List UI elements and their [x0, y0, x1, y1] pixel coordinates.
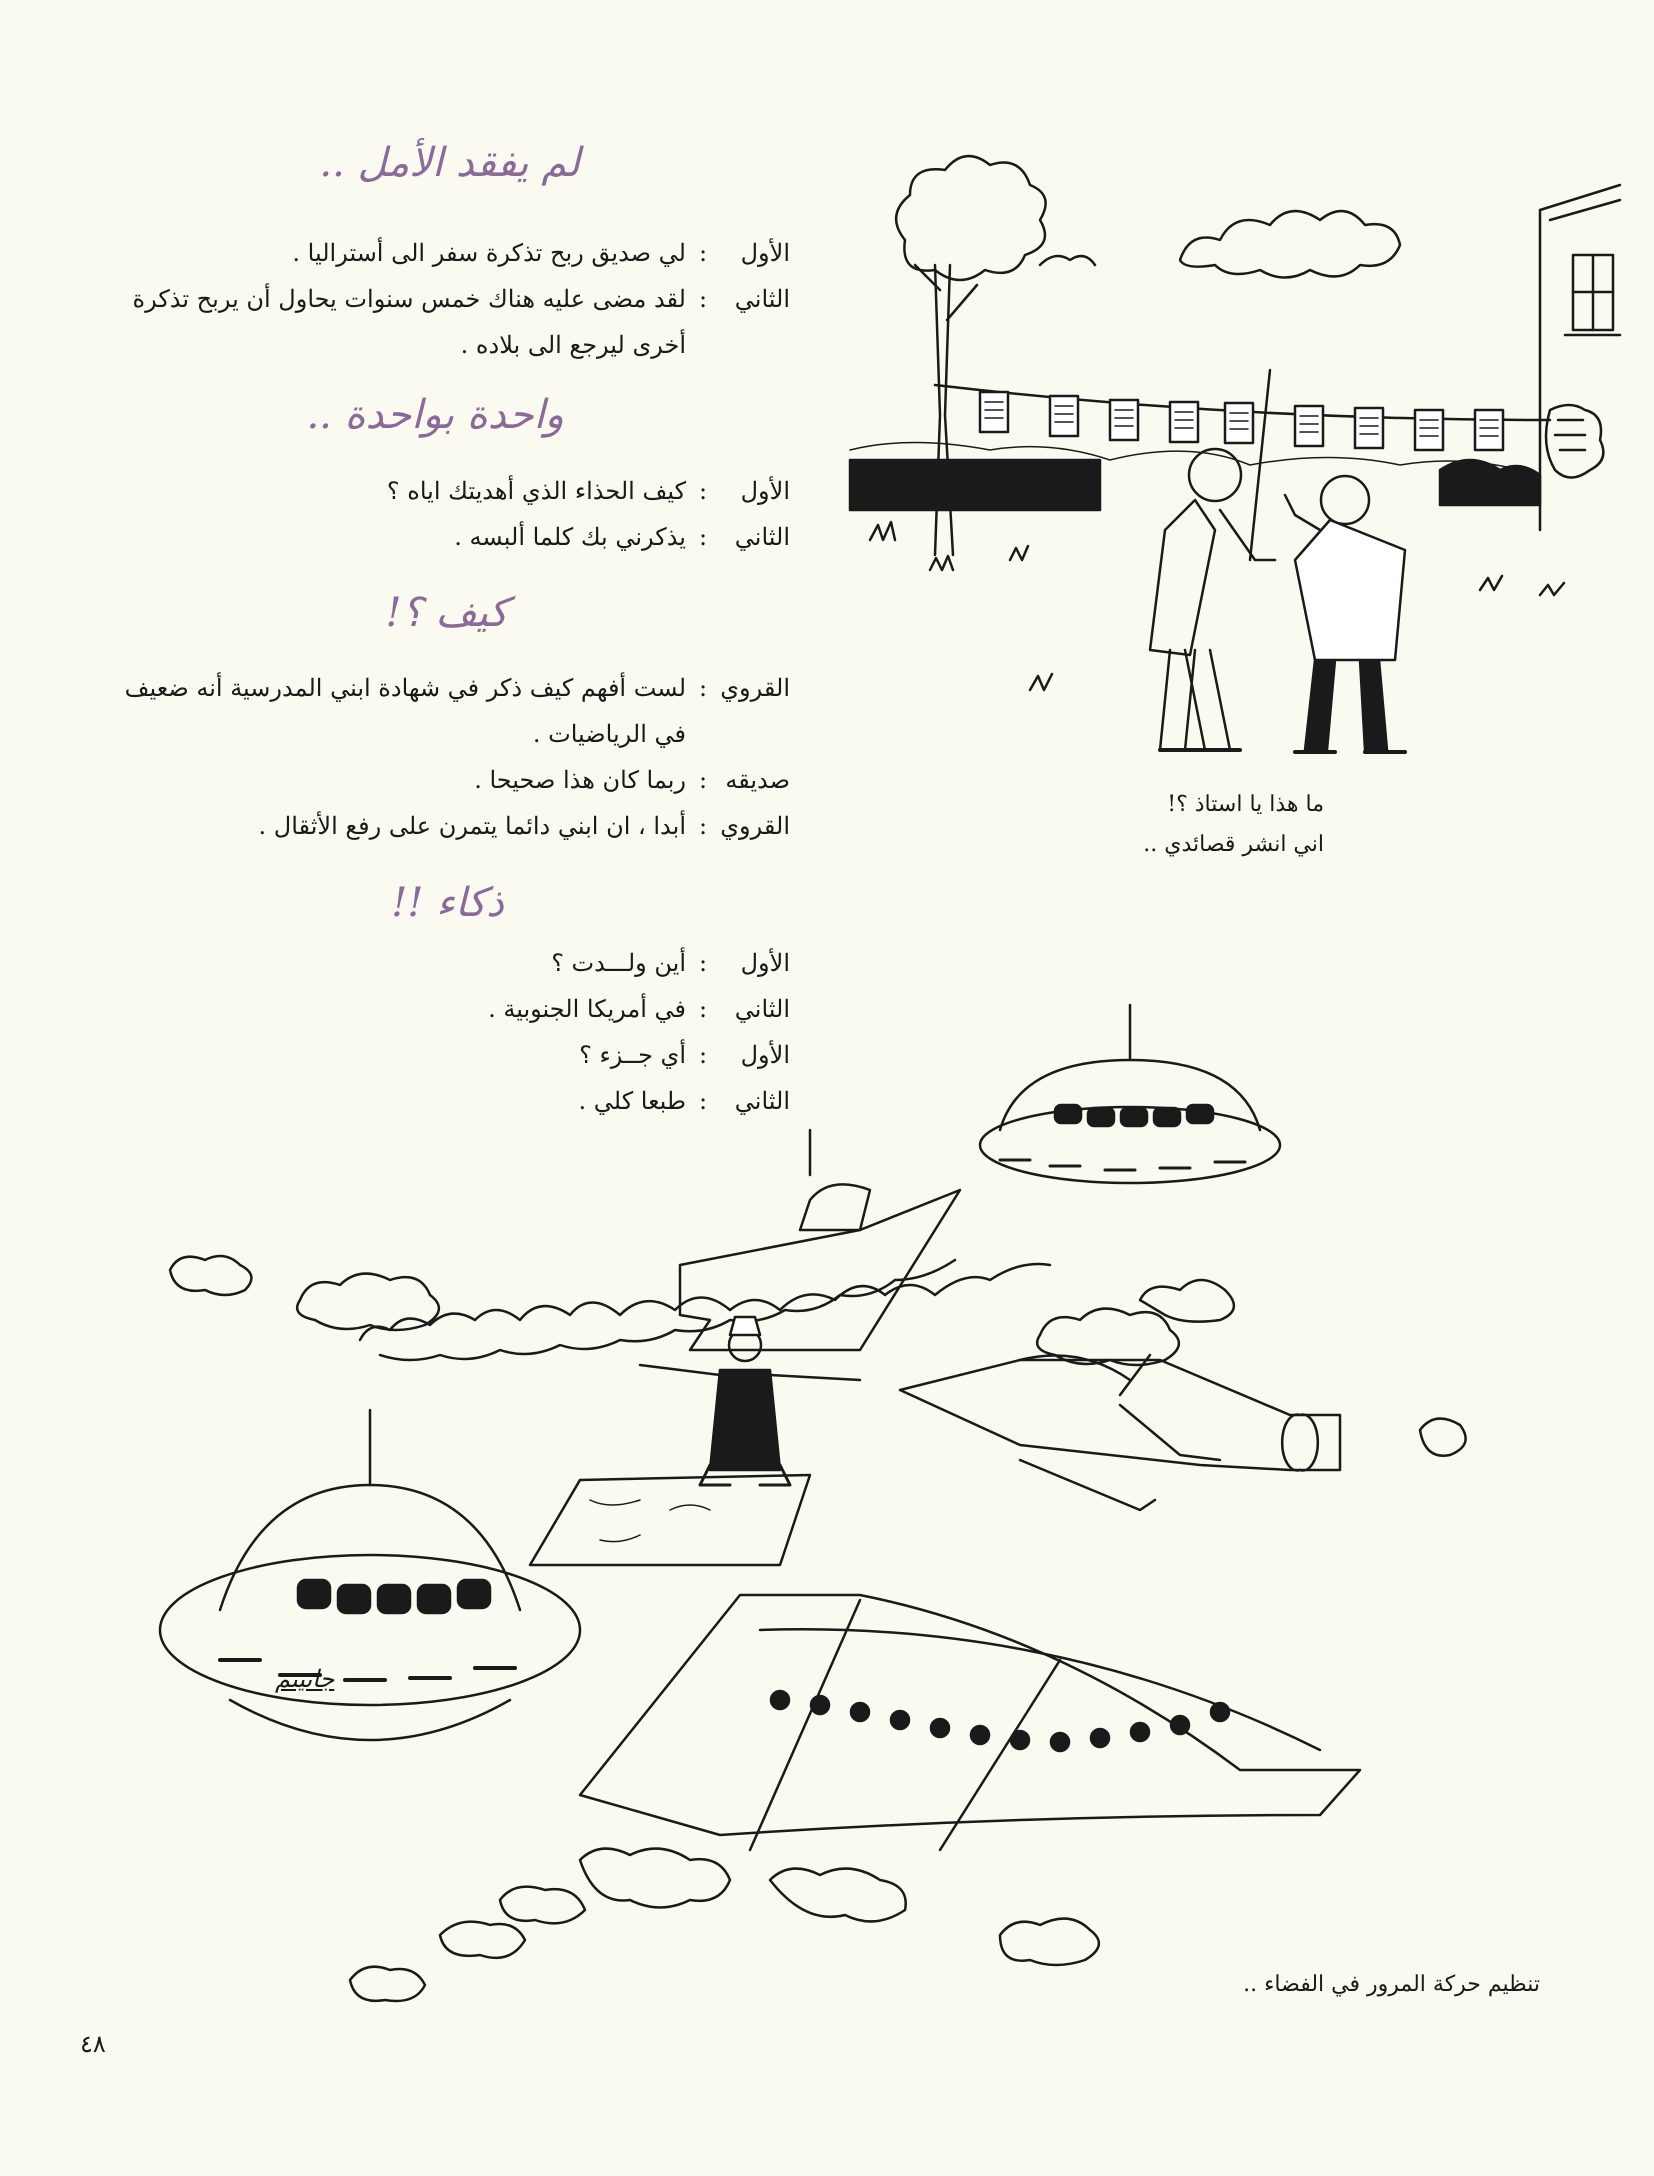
dialogue-block: الأول: لي صديق ربح تذكرة سفر الى أستراليا…: [100, 230, 791, 368]
speaker-label: الأول: [740, 477, 790, 505]
colon: :: [698, 1041, 708, 1069]
colon: :: [698, 1087, 708, 1115]
page-number: ٤٨: [80, 2030, 106, 2058]
colon: :: [698, 285, 708, 313]
dialogue-line: الثاني: طبعا كلي .: [100, 1078, 791, 1124]
colon: :: [698, 766, 708, 794]
artist-signature: جانيتم: [275, 1665, 335, 1693]
line-text: لي صديق ربح تذكرة سفر الى أستراليا .: [292, 239, 686, 267]
line-text: ربما كان هذا صحيحا .: [474, 766, 686, 794]
section-title: واحدة بواحدة ..: [306, 392, 564, 438]
colon: :: [698, 523, 708, 551]
dialogue-line: الثاني: في أمريكا الجنوبية .: [100, 986, 790, 1032]
speaker-label: القروي: [720, 812, 790, 840]
speaker-label: الأول: [740, 949, 790, 977]
cartoon-caption: تنظيم حركة المرور في الفضاء ..: [1243, 1972, 1540, 1997]
speaker-label: الأول: [740, 239, 790, 267]
caption-line: اني انشر قصائدي ..: [1143, 832, 1324, 857]
line-text: طبعا كلي .: [578, 1087, 687, 1115]
line-text: أي جــزء ؟: [579, 1041, 686, 1069]
colon: :: [698, 239, 708, 267]
speaker-label: الثاني: [734, 285, 790, 313]
section-title: ذكاء !!: [391, 880, 504, 926]
porthole: [769, 1689, 1231, 1753]
line-text: أين ولـــدت ؟: [551, 949, 686, 977]
saucer-window: [1053, 1103, 1215, 1128]
dialogue-block: الأول: أين ولـــدت ؟ الثاني: في أمريكا الج…: [100, 940, 790, 1124]
dialogue-line: الأول: لي صديق ربح تذكرة سفر الى أستراليا…: [100, 230, 790, 276]
colon: :: [698, 812, 708, 840]
dialogue-block: القروي: لست أفهم كيف ذكر في شهادة ابني ال…: [100, 665, 790, 849]
dialogue-line: الثاني: يذكرني بك كلما ألبسه .: [100, 514, 790, 560]
speaker-label: القروي: [720, 674, 790, 702]
speaker-label: الثاني: [734, 995, 790, 1023]
hanging-paper: [978, 390, 1505, 452]
clothesline-cartoon: [848, 155, 1622, 754]
dialogue-block: الأول: كيف الحذاء الذي أهديتك اياه ؟ الثا…: [100, 468, 790, 560]
speaker-label: صديقه: [725, 766, 790, 794]
section-title: كيف ؟!: [385, 590, 508, 636]
line-text: كيف الحذاء الذي أهديتك اياه ؟: [386, 477, 686, 505]
space-traffic-cartoon: [158, 1003, 1467, 2003]
dialogue-line: الأول: أين ولـــدت ؟: [100, 940, 790, 986]
colon: :: [698, 995, 708, 1023]
colon: :: [698, 674, 708, 702]
section-title: لم يفقد الأمل ..: [319, 140, 580, 186]
saucer-window: [296, 1578, 492, 1615]
line-text: لست أفهم كيف ذكر في شهادة ابني المدرسية …: [124, 674, 686, 748]
speaker-label: الأول: [740, 1041, 790, 1069]
dialogue-line: صديقه: ربما كان هذا صحيحا .: [100, 757, 790, 803]
line-text: في أمريكا الجنوبية .: [488, 995, 686, 1023]
speaker-label: الثاني: [734, 523, 790, 551]
speaker-label: الثاني: [734, 1087, 790, 1115]
dialogue-line: الأول: أي جــزء ؟: [100, 1032, 790, 1078]
cartoon-caption: ما هذا يا استاذ ؟! اني انشر قصائدي ..: [1143, 785, 1324, 865]
caption-line: ما هذا يا استاذ ؟!: [1167, 792, 1324, 817]
colon: :: [698, 949, 708, 977]
dialogue-line: الثاني: لقد مضى عليه هناك خمس سنوات يحاول…: [100, 276, 791, 368]
line-text: لقد مضى عليه هناك خمس سنوات يحاول أن يرب…: [132, 285, 687, 359]
dialogue-line: الأول: كيف الحذاء الذي أهديتك اياه ؟: [100, 468, 790, 514]
dialogue-line: القروي: لست أفهم كيف ذكر في شهادة ابني ال…: [100, 665, 790, 757]
line-text: أبدا ، ان ابني دائما يتمرن على رفع الأثق…: [258, 812, 686, 840]
colon: :: [698, 477, 708, 505]
line-text: يذكرني بك كلما ألبسه .: [454, 523, 686, 551]
dialogue-line: القروي: أبدا ، ان ابني دائما يتمرن على رف…: [100, 803, 790, 849]
